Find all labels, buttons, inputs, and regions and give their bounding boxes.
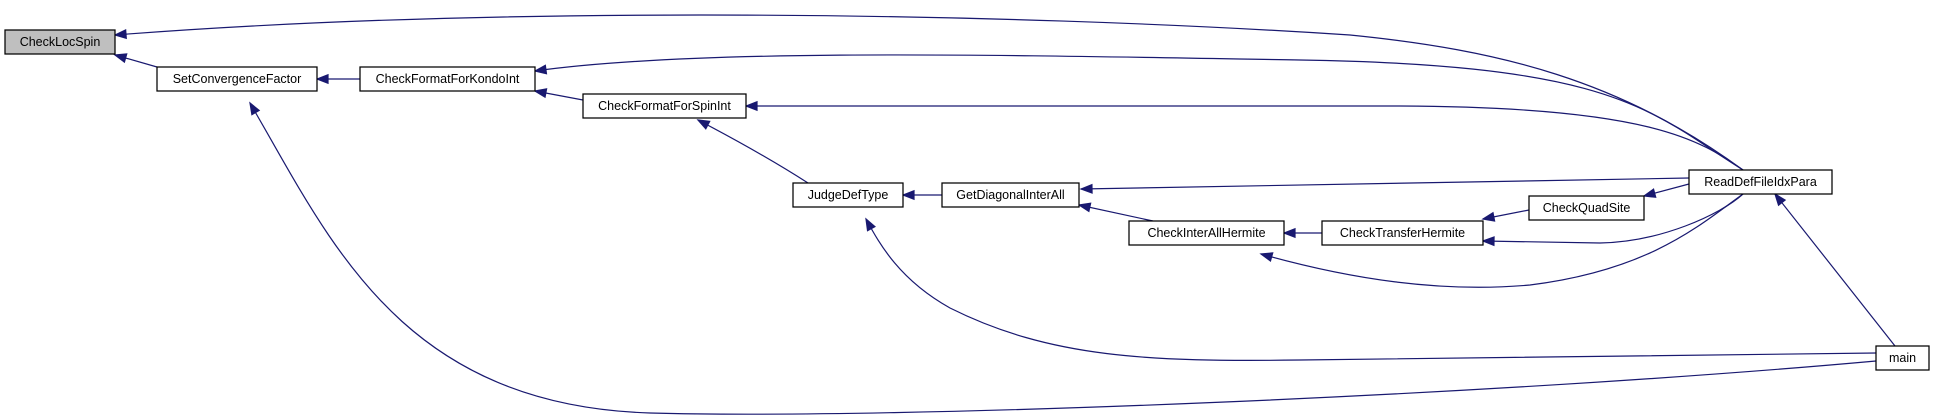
edge-line xyxy=(697,119,809,184)
arrowhead xyxy=(315,73,329,85)
node-label: CheckTransferHermite xyxy=(1340,226,1465,240)
arrowhead xyxy=(533,88,548,99)
edge-layer xyxy=(113,14,1896,415)
edge-line xyxy=(865,218,1877,361)
node-judgedeftype[interactable]: JudgeDefType xyxy=(792,182,904,208)
edge-checktransferhermite-to-checkinterallhermite xyxy=(1282,227,1322,239)
edge-line xyxy=(1482,193,1744,244)
arrowhead xyxy=(1077,202,1092,213)
node-label: CheckLocSpin xyxy=(20,35,101,49)
node-box[interactable] xyxy=(1688,169,1833,195)
node-label: CheckFormatForKondoInt xyxy=(376,72,520,86)
edge-main-to-setconvergencefactor xyxy=(249,101,1877,415)
edge-line xyxy=(534,54,1744,171)
node-box[interactable] xyxy=(582,93,747,119)
node-checkformatforkondoint[interactable]: CheckFormatForKondoInt xyxy=(359,66,536,92)
arrowhead xyxy=(696,119,711,130)
arrowhead xyxy=(1773,192,1787,207)
node-box[interactable] xyxy=(792,182,904,208)
edge-readdeffileidxpara-to-checkformatforkondoint xyxy=(533,54,1744,171)
edge-line xyxy=(114,14,1744,171)
edge-checkinterallhermite-to-getdiagonalinterall xyxy=(1077,202,1154,222)
node-box[interactable] xyxy=(1321,220,1484,246)
node-main[interactable]: main xyxy=(1875,345,1930,371)
arrowhead xyxy=(1642,188,1657,198)
arrowhead xyxy=(865,217,876,232)
arrowhead xyxy=(1481,211,1496,222)
node-box[interactable] xyxy=(156,66,318,92)
edge-getdiagonalinterall-to-judgedeftype xyxy=(901,189,942,201)
edge-line xyxy=(1260,193,1744,288)
node-box[interactable] xyxy=(1128,220,1285,246)
edge-readdeffileidxpara-to-checkformatforspinint xyxy=(744,100,1744,171)
node-box[interactable] xyxy=(1528,195,1645,221)
edge-readdeffileidxpara-to-checkquadsite xyxy=(1642,183,1690,198)
node-box[interactable] xyxy=(4,29,116,55)
node-box[interactable] xyxy=(941,182,1080,208)
edge-readdeffileidxpara-to-checklocspin xyxy=(113,14,1744,171)
edge-checkformatforkondoint-to-setconvergencefactor xyxy=(315,73,360,85)
arrowhead xyxy=(901,189,915,201)
node-checkformatforspinint[interactable]: CheckFormatForSpinInt xyxy=(582,93,747,119)
edge-readdeffileidxpara-to-getdiagonalinterall xyxy=(1079,177,1690,194)
node-label: GetDiagonalInterAll xyxy=(956,188,1064,202)
edge-line xyxy=(249,102,1877,415)
node-label: JudgeDefType xyxy=(808,188,889,202)
node-label: main xyxy=(1889,351,1916,365)
arrowhead xyxy=(744,100,758,112)
arrowhead xyxy=(249,101,261,116)
edge-readdeffileidxpara-to-checktransferhermite xyxy=(1481,193,1744,247)
node-checkinterallhermite[interactable]: CheckInterAllHermite xyxy=(1128,220,1285,246)
node-label: CheckQuadSite xyxy=(1543,201,1631,215)
edge-main-to-readdeffileidxpara xyxy=(1773,192,1896,347)
arrowhead xyxy=(1282,227,1296,239)
edge-checkquadsite-to-checktransferhermite xyxy=(1481,209,1530,222)
arrowhead xyxy=(113,29,127,40)
node-label: CheckFormatForSpinInt xyxy=(598,99,731,113)
edge-main-to-judgedeftype xyxy=(865,217,1877,361)
node-label: CheckInterAllHermite xyxy=(1147,226,1265,240)
edge-line xyxy=(1774,193,1896,347)
edge-readdeffileidxpara-to-checkinterallhermite xyxy=(1259,193,1744,288)
node-setconvergencefactor[interactable]: SetConvergenceFactor xyxy=(156,66,318,92)
arrowhead xyxy=(113,53,128,64)
node-readdeffileidxpara[interactable]: ReadDefFileIdxPara xyxy=(1688,169,1833,195)
node-checktransferhermite[interactable]: CheckTransferHermite xyxy=(1321,220,1484,246)
arrowhead xyxy=(533,64,548,75)
arrowhead xyxy=(1259,252,1274,263)
arrowhead xyxy=(1079,183,1093,194)
edge-line xyxy=(1078,204,1154,222)
edge-judgedeftype-to-checkformatforspinint xyxy=(696,119,809,184)
node-label: ReadDefFileIdxPara xyxy=(1704,175,1817,189)
edge-checkformatforspinint-to-checkformatforkondoint xyxy=(533,88,584,101)
arrowhead xyxy=(1481,236,1495,247)
node-checkquadsite[interactable]: CheckQuadSite xyxy=(1528,195,1645,221)
node-getdiagonalinterall[interactable]: GetDiagonalInterAll xyxy=(941,182,1080,208)
node-box[interactable] xyxy=(359,66,536,92)
node-label: SetConvergenceFactor xyxy=(173,72,302,86)
node-checklocspin[interactable]: CheckLocSpin xyxy=(4,29,116,55)
edge-setconvergencefactor-to-checklocspin xyxy=(113,53,158,68)
node-box[interactable] xyxy=(1875,345,1930,371)
edge-line xyxy=(746,105,1744,171)
edge-line xyxy=(1080,177,1690,190)
